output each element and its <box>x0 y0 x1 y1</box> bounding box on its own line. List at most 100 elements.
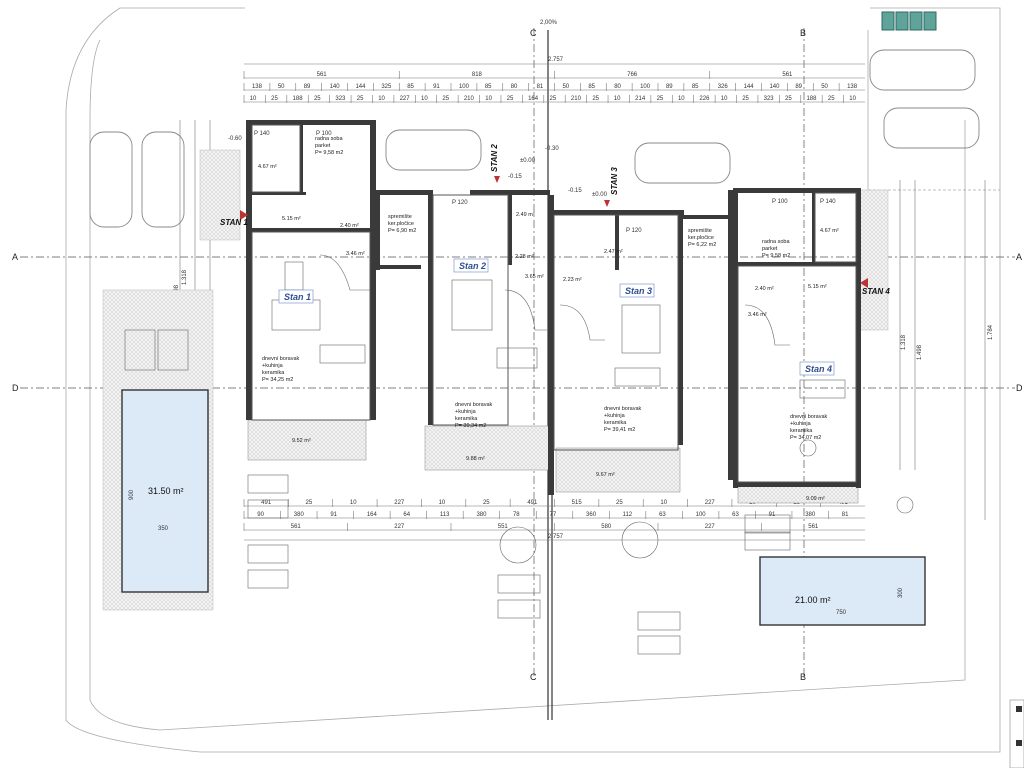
stan3-room-bath: 2.47 m² <box>604 249 623 255</box>
bot-dim-r2-4: 64 <box>403 512 410 518</box>
bot-dim-r3-1: 227 <box>394 524 405 530</box>
top-dim-r2-20: 140 <box>769 84 780 90</box>
stan3-entry-marker: STAN 3 <box>610 167 619 195</box>
level-marker-4: -0.15 <box>568 188 582 194</box>
top-dim-r2-10: 80 <box>511 84 518 90</box>
top-dim-r3-4: 323 <box>335 96 346 102</box>
bot-dim-r2-7: 78 <box>513 512 520 518</box>
bot-dim-r2-3: 164 <box>367 512 378 518</box>
bot-dim-r3-2: 551 <box>498 524 509 530</box>
axis-d-label-right: D <box>1016 383 1023 393</box>
top-dim-r2-1: 50 <box>278 84 285 90</box>
sun-loungers <box>124 329 914 655</box>
stan4-window-tag: P 100 <box>772 199 788 205</box>
stan2-room-wc: 2.28 m² <box>515 254 534 260</box>
bot-dim-r1-10: 227 <box>705 500 716 506</box>
top-dim-r2-2: 89 <box>304 84 311 90</box>
stan3-level: ±0.00 <box>592 192 608 198</box>
top-dim-r3-2: 188 <box>293 96 304 102</box>
top-dim-r2-5: 325 <box>381 84 392 90</box>
pool-left-length: 900 <box>129 489 135 500</box>
bot-dim-r2-10: 112 <box>623 512 633 518</box>
top-dim-r2-19: 144 <box>744 84 755 90</box>
bot-dim-r2-5: 113 <box>440 512 450 518</box>
pool-left-area: 31.50 m² <box>148 486 184 496</box>
stan1-entry-marker: STAN 1 <box>220 218 248 227</box>
bot-dim-r1-4: 10 <box>439 500 446 506</box>
pool-right-width: 750 <box>836 610 847 616</box>
top-dim-r3-14: 25 <box>550 96 557 102</box>
top-dim-r3-3: 25 <box>314 96 321 102</box>
total-depth: 1.784 <box>988 324 994 340</box>
top-dim-r1-3: 561 <box>782 72 793 78</box>
stan3-window-tag: P 120 <box>626 228 642 234</box>
stan4-name: Stan 4 <box>805 364 832 374</box>
top-dim-r3-17: 10 <box>614 96 621 102</box>
stan2-window-tag: P 120 <box>452 200 468 206</box>
stan4-room-wc: 2.40 m² <box>755 286 774 292</box>
axis-b-label-top: B <box>800 28 806 38</box>
top-dim-r3-8: 10 <box>421 96 428 102</box>
axis-d-label-left: D <box>12 383 19 393</box>
level-markers: ±0.00 -0.30 -0.15 <box>520 146 582 194</box>
stan1-name: Stan 1 <box>284 292 311 302</box>
top-dim-r2-18: 326 <box>718 84 729 90</box>
stan2-name: Stan 2 <box>459 261 486 271</box>
bot-dim-r1-1: 25 <box>306 500 313 506</box>
top-dim-r3-13: 164 <box>528 96 539 102</box>
stan2-room-bath: 2.49 m² <box>516 212 535 218</box>
bot-dim-r3-4: 227 <box>705 524 716 530</box>
top-dim-r2-7: 91 <box>433 84 440 90</box>
bot-dim-r1-6: 491 <box>527 500 538 506</box>
stan1-level: -0.60 <box>228 136 242 142</box>
top-dim-r3-15: 210 <box>571 96 582 102</box>
top-dim-r3-7: 227 <box>400 96 411 102</box>
top-dim-r3-18: 214 <box>635 96 646 102</box>
pool-right-depth: 300 <box>898 587 904 598</box>
bot-dim-r2-13: 63 <box>732 512 739 518</box>
bot-dim-r2-2: 91 <box>330 512 337 518</box>
stan2-room-stair: 3.65 m² <box>525 274 544 280</box>
total-width-bottom: 2.757 <box>548 534 564 540</box>
stan4-entry-marker: STAN 4 <box>862 287 890 296</box>
side-dim-right-1: 1.318 <box>901 334 907 350</box>
bot-dim-r1-0: 491 <box>261 500 272 506</box>
pool-right-area: 21.00 m² <box>795 595 831 605</box>
top-dim-r3-28: 10 <box>849 96 856 102</box>
top-dim-r2-0: 138 <box>252 84 263 90</box>
top-dim-r1-0: 561 <box>317 72 328 78</box>
top-dim-r2-22: 50 <box>821 84 828 90</box>
side-dim-left-1: 1.318 <box>182 269 188 285</box>
top-dim-r2-9: 85 <box>485 84 492 90</box>
bot-dim-r2-16: 81 <box>842 512 849 518</box>
stan3-room-terrace: 9.67 m² <box>596 472 615 478</box>
stan4-room-terrace: 9.09 m² <box>806 496 825 502</box>
top-dim-r3-19: 25 <box>657 96 664 102</box>
pool-right: 21.00 m² 750 300 <box>759 556 926 626</box>
parked-cars <box>89 49 980 228</box>
slope-label: 2,00% <box>540 20 558 26</box>
solar-panels <box>881 11 937 31</box>
top-dim-r3-25: 25 <box>785 96 792 102</box>
top-dim-r3-21: 226 <box>699 96 710 102</box>
pool-left-width: 350 <box>158 526 169 532</box>
bot-dim-r1-5: 25 <box>483 500 490 506</box>
bot-dim-r1-8: 25 <box>616 500 623 506</box>
stan1-room-wc: 2.40 m² <box>340 223 359 229</box>
top-dim-r3-24: 323 <box>764 96 775 102</box>
stan1-room-stair: 3.46 m² <box>346 251 365 257</box>
top-dim-r3-26: 188 <box>806 96 817 102</box>
top-dim-r2-8: 100 <box>459 84 470 90</box>
top-dim-r1-2: 766 <box>627 72 638 78</box>
stan2-entry-marker: STAN 2 <box>490 144 499 172</box>
